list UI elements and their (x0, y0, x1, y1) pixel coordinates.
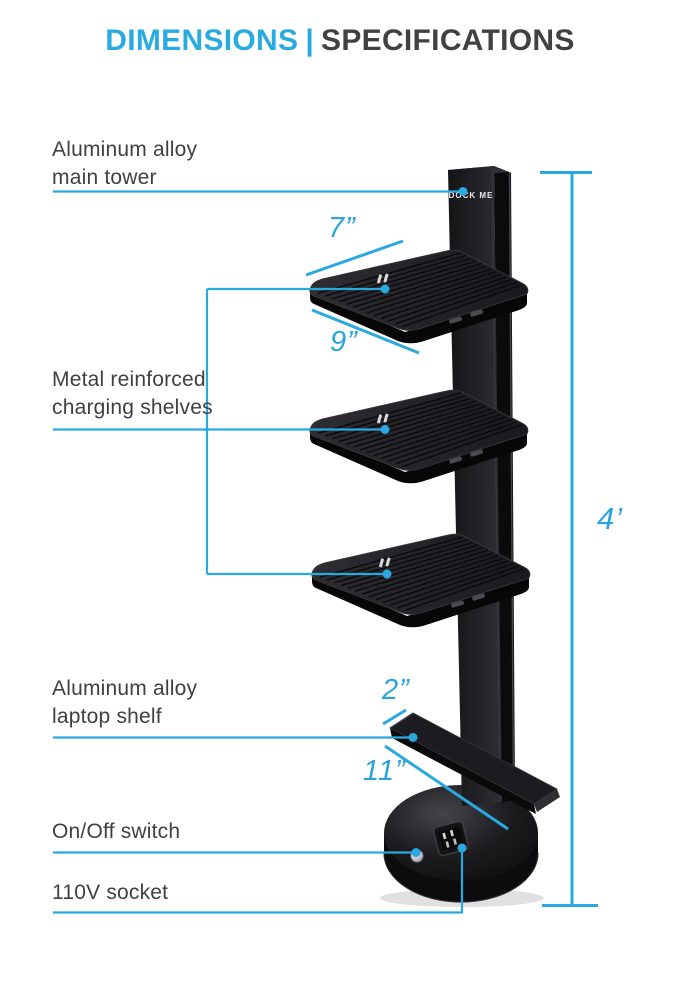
leader-dots (380, 187, 468, 857)
dot-shelf-1 (380, 284, 390, 294)
dimension-4ft: 4’ (597, 501, 624, 536)
dim-line-9in (311, 308, 420, 355)
title-divider: | (305, 24, 315, 57)
brand-text: DOCK ME (449, 191, 494, 200)
annotation-lines (53, 190, 464, 914)
label-laptop-shelf: Aluminum alloy laptop shelf (52, 677, 198, 728)
dot-main-tower (458, 187, 468, 196)
label-on-off-switch: On/Off switch (52, 820, 181, 843)
dim-line-7in (305, 239, 404, 277)
laptop-shelf (389, 712, 560, 814)
dimension-7in: 7” (328, 212, 356, 244)
page-title: DIMENSIONS|SPECIFICATIONS (0, 24, 680, 58)
dimension-2in: 2” (382, 674, 410, 706)
label-charging-shelves: Metal reinforced charging shelves (52, 368, 213, 419)
dimension-11in: 11” (363, 755, 406, 787)
leader-socket (53, 848, 464, 914)
label-main-tower: Aluminum alloy main tower (52, 138, 198, 189)
dot-socket (457, 843, 467, 853)
title-dimensions: DIMENSIONS (105, 24, 299, 57)
dock-tower-product: DOCK ME (310, 166, 560, 907)
label-110v-socket: 110V socket (52, 881, 169, 904)
title-specifications: SPECIFICATIONS (321, 24, 575, 57)
dot-shelf-3 (382, 569, 392, 579)
dot-shelf-2 (380, 425, 390, 434)
dimension-9in: 9” (330, 326, 358, 358)
dim-line-2in (382, 708, 407, 726)
dim-line-11in (384, 744, 509, 831)
dot-power-button (411, 848, 421, 857)
dimension-lines (305, 171, 598, 907)
dot-laptop-shelf (408, 733, 418, 742)
